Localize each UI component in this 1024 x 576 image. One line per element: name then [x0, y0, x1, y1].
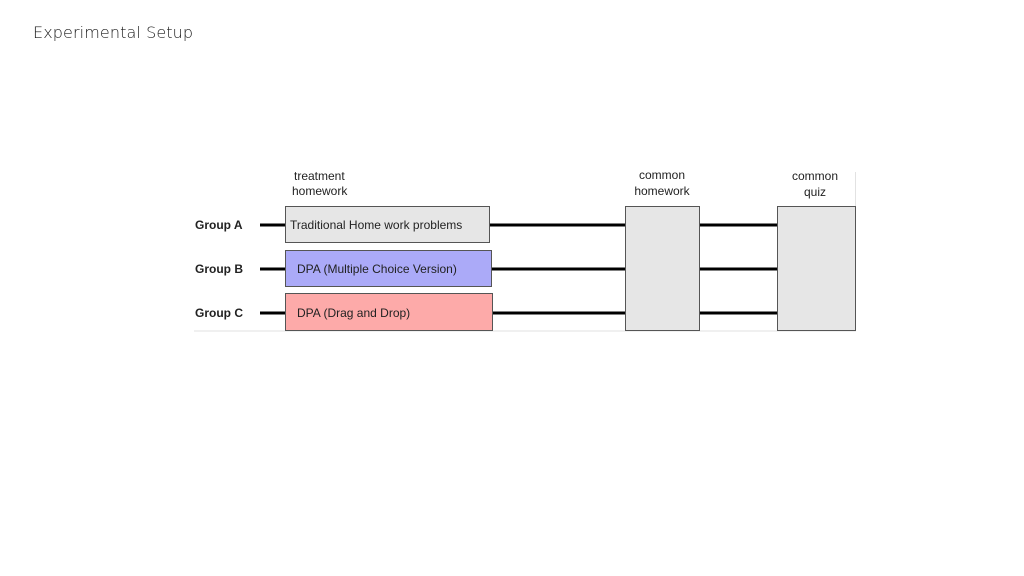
treatment-label-b: DPA (Multiple Choice Version): [297, 262, 457, 276]
group-label-b: Group B: [195, 262, 243, 276]
slide-title: Experimental Setup: [33, 23, 194, 42]
header-common-homework-line1: common: [639, 168, 685, 182]
header-common-homework-line2: homework: [634, 184, 690, 198]
treatment-box-a: [285, 206, 490, 243]
common-homework-box: [625, 206, 700, 331]
header-treatment-line2: homework: [292, 184, 348, 198]
header-common-quiz-line1: common: [792, 169, 838, 183]
group-label-c: Group C: [195, 306, 243, 320]
header-common-quiz-line2: quiz: [804, 185, 826, 199]
group-label-a: Group A: [195, 218, 243, 232]
header-treatment-line1: treatment: [294, 169, 345, 183]
treatment-label-a: Traditional Home work problems: [290, 218, 462, 232]
treatment-box-c: [285, 293, 493, 331]
treatment-box-b: [285, 250, 492, 287]
common-quiz-box: [777, 206, 856, 331]
treatment-label-c: DPA (Drag and Drop): [297, 306, 410, 320]
